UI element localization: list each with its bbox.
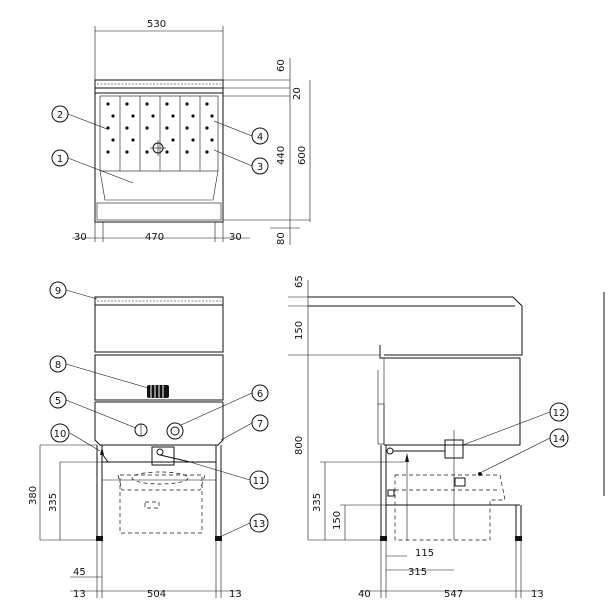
callout-14: 14 [553, 434, 566, 445]
callout-1: 1 [57, 154, 63, 165]
dim-380: 380 [28, 486, 39, 505]
dim-13-left: 13 [73, 589, 86, 600]
dim-13-side: 13 [531, 589, 544, 600]
callout-12: 12 [553, 408, 566, 419]
dim-504: 504 [147, 589, 166, 600]
dim-30-right: 30 [229, 232, 242, 243]
callout-9: 9 [55, 286, 61, 297]
dim-45: 45 [73, 567, 86, 578]
dim-600: 600 [297, 146, 308, 165]
dim-80: 80 [276, 232, 287, 245]
dim-530: 530 [147, 19, 166, 30]
callout-2: 2 [57, 110, 63, 121]
callout-7: 7 [257, 419, 263, 430]
side-view: 65 150 800 335 150 115 315 40 547 13 12 … [288, 275, 569, 600]
dim-115: 115 [415, 548, 434, 559]
dim-335-side: 335 [312, 493, 323, 512]
callout-8: 8 [55, 360, 61, 371]
callout-10: 10 [54, 429, 67, 440]
dim-150-upper: 150 [294, 321, 305, 340]
dim-65: 65 [294, 275, 305, 288]
callout-3: 3 [257, 162, 263, 173]
front-view: 380 335 45 13 504 13 9 8 5 6 7 10 [28, 281, 269, 600]
callout-11: 11 [253, 476, 266, 487]
callout-4: 4 [257, 132, 263, 143]
dim-40: 40 [358, 589, 371, 600]
dim-150-pan: 150 [332, 511, 343, 530]
callout-5: 5 [55, 396, 61, 407]
dim-20: 20 [292, 87, 303, 100]
dim-30-left: 30 [74, 232, 87, 243]
dim-335-front: 335 [48, 493, 59, 512]
dim-800: 800 [294, 436, 305, 455]
top-view: 530 60 20 440 600 80 30 470 30 2 1 4 3 [51, 19, 311, 245]
dim-547: 547 [444, 589, 463, 600]
dim-13-right: 13 [229, 589, 242, 600]
callout-6: 6 [257, 389, 263, 400]
dim-315: 315 [408, 567, 427, 578]
callout-13: 13 [253, 519, 266, 530]
dim-440: 440 [276, 146, 287, 165]
dim-470: 470 [145, 232, 164, 243]
dim-60: 60 [276, 59, 287, 72]
